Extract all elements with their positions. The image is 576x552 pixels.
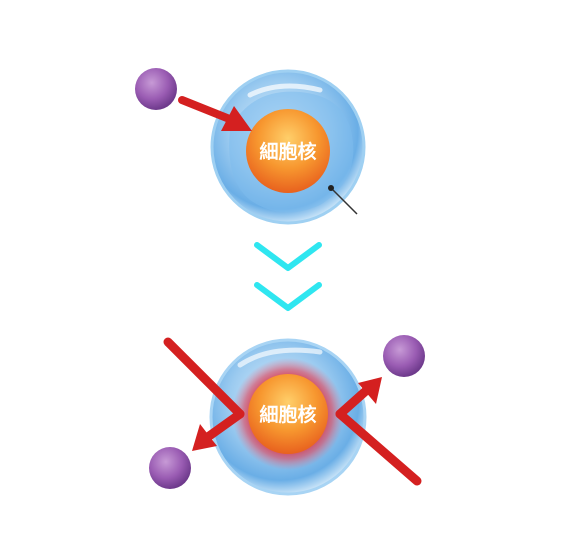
bottom-left-arrow: [163, 337, 245, 451]
down-chevrons: [254, 242, 322, 311]
top-cell-highlight: [247, 83, 323, 98]
top-cell-pointer-line: [330, 187, 358, 215]
bottom-molecule-lower-left: [149, 447, 191, 489]
top-nucleus: [246, 109, 330, 193]
top-molecule: [135, 68, 177, 110]
bottom-cell: 細胞核: [149, 335, 425, 496]
top-nucleus-label: 細胞核: [259, 140, 316, 163]
top-cell-pointer-dot: [328, 185, 334, 191]
chevron-down-icon: [254, 282, 322, 311]
bottom-molecule-upper-right: [383, 335, 425, 377]
bottom-nucleus-label: 細胞核: [259, 403, 316, 426]
chevron-down-icon: [254, 242, 322, 271]
top-arrow-into-nucleus: [178, 96, 252, 131]
bottom-right-arrow: [335, 377, 422, 486]
bottom-nucleus: [248, 374, 328, 454]
top-cell: 細胞核: [135, 68, 366, 225]
bottom-cell-highlight: [237, 347, 323, 368]
